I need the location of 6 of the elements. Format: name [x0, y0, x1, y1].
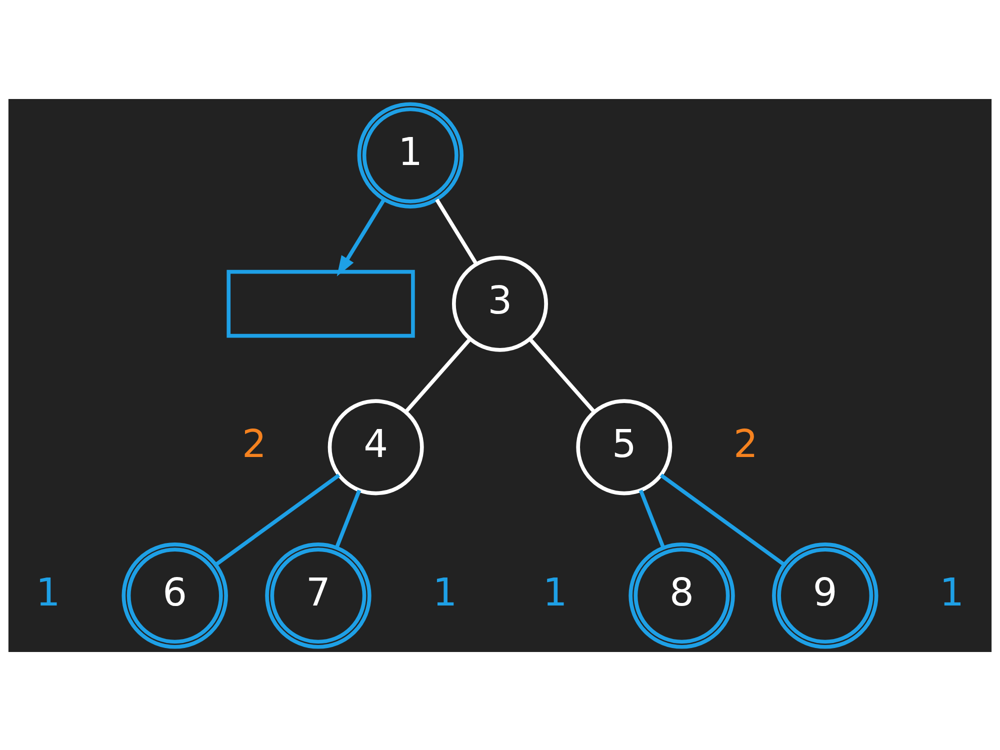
label: 1: [36, 570, 60, 615]
label: 2: [734, 421, 758, 466]
label: 1: [432, 570, 458, 615]
label: 1: [940, 570, 964, 615]
label: 2: [242, 421, 266, 466]
label: 1: [542, 570, 568, 615]
